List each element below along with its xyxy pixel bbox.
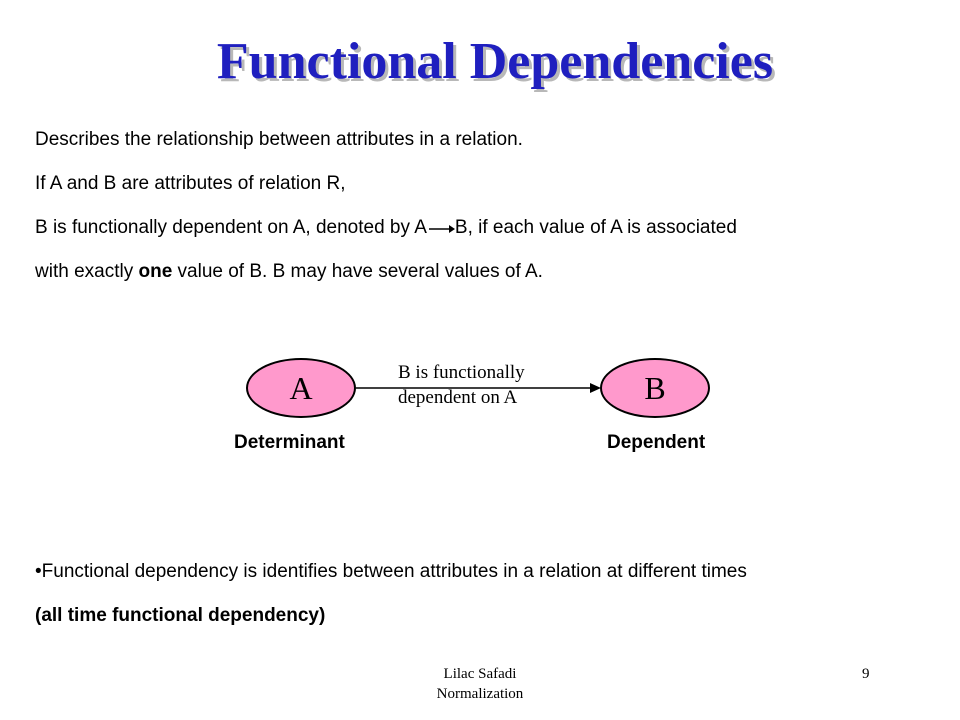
dependent-caption: Dependent — [607, 432, 706, 453]
attributes-line: If A and B are attributes of relation R, — [35, 173, 346, 194]
edge-label: B is functionally dependent on A — [398, 360, 568, 410]
arrow-icon — [428, 225, 455, 233]
exactly-one-line: with exactly one value of B. B may have … — [35, 260, 543, 284]
dependency-line: B is functionally dependent on A, denote… — [35, 216, 737, 240]
dependent-node: B — [600, 358, 710, 418]
page-number: 9 — [862, 666, 870, 682]
bullet-line-bold: (all time functional dependency) — [35, 605, 326, 626]
footer-author: Lilac Safadi — [443, 666, 517, 682]
definition-line: Describes the relationship between attri… — [35, 129, 523, 150]
determinant-node-label: A — [289, 369, 313, 406]
dependency-line-start: B is functionally dependent on A, denote… — [35, 217, 427, 238]
edge-label-line-1: B is functionally — [398, 362, 525, 383]
determinant-caption: Determinant — [234, 432, 345, 453]
exactly-one-end: value of B. B may have several values of… — [172, 261, 543, 282]
edge-label-line-2: dependent on A — [398, 387, 518, 408]
bullet-line: •Functional dependency is identifies bet… — [35, 561, 747, 582]
footer: Lilac Safadi Normalization — [405, 664, 555, 704]
dependency-line-end: B, if each value of A is associated — [454, 217, 737, 238]
footer-topic: Normalization — [436, 686, 524, 702]
emphasis-one: one — [138, 261, 173, 282]
page-title: Functional Dependencies — [216, 33, 774, 90]
dependent-node-label: B — [644, 369, 666, 406]
exactly-one-start: with exactly — [35, 261, 139, 282]
determinant-node: A — [246, 358, 356, 418]
